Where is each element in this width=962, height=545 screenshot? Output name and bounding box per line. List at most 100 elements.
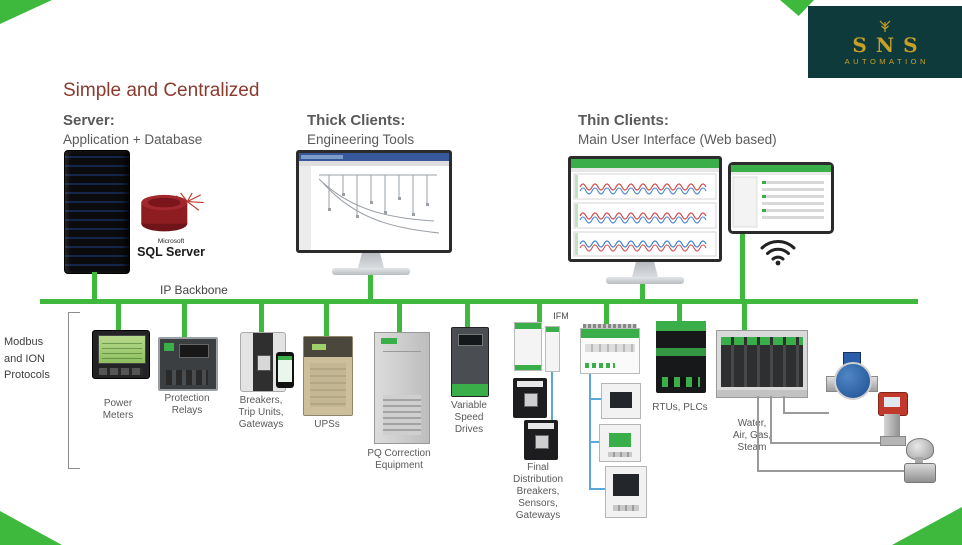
gateway-terminals xyxy=(583,324,637,328)
trend-dashboard-screen xyxy=(571,159,719,257)
energy-meter-1 xyxy=(601,383,641,419)
pq-vents xyxy=(383,395,421,435)
meter-buttons xyxy=(608,452,632,457)
variable-speed-drive-device xyxy=(451,327,489,397)
monitor-stand-neck xyxy=(632,262,658,277)
thick-clients-subheading: Engineering Tools xyxy=(307,132,415,148)
page-title: Simple and Centralized xyxy=(63,80,260,101)
power-meter-screen xyxy=(98,335,146,364)
energy-meter-2 xyxy=(599,424,641,462)
connector-ifm xyxy=(537,304,542,324)
molded-case-breaker-2 xyxy=(524,420,558,460)
protection-relays-label: Protection Relays xyxy=(164,393,210,416)
thin-clients-subheading: Main User Interface (Web based) xyxy=(578,132,777,148)
brand-name: SNS xyxy=(852,32,927,57)
rtu-accent-band xyxy=(656,348,706,356)
breaker-label-strip xyxy=(517,381,543,387)
ifm-module-accent-bottom xyxy=(515,365,541,370)
bracket-vertical xyxy=(68,312,69,468)
plant-icon xyxy=(879,20,891,32)
power-meter-buttons xyxy=(99,368,143,375)
control-valve-neck xyxy=(915,457,923,464)
monitor-stand-base xyxy=(606,277,684,284)
plc-modules xyxy=(721,337,803,387)
connector-tablet xyxy=(740,234,745,299)
thin-clients-column-heading: Thin Clients: Main User Interface (Web b… xyxy=(578,111,777,149)
server-rack xyxy=(64,150,130,274)
thick-client-monitor xyxy=(296,150,452,253)
brand-logo: SNS AUTOMATION xyxy=(808,6,962,78)
vortex-meter-body xyxy=(884,414,900,436)
brand-subtitle: AUTOMATION xyxy=(844,56,929,66)
field-wire-1-v xyxy=(757,396,759,472)
relay-display xyxy=(179,344,209,358)
power-meters-label: Power Meters xyxy=(102,398,134,421)
monitor-stand-base xyxy=(332,268,410,275)
gateway-device xyxy=(580,324,640,374)
thin-clients-heading: Thin Clients: xyxy=(578,112,669,129)
meter-accent xyxy=(609,433,631,447)
bracket-bottom-tick xyxy=(68,468,80,469)
rtu-ports xyxy=(662,377,700,387)
breaker-toggle xyxy=(524,393,538,407)
ups-label: UPSs xyxy=(314,419,340,430)
connector-pq xyxy=(397,304,402,335)
gateway-accent xyxy=(581,329,639,338)
relay-keypad xyxy=(166,370,208,385)
connector-server xyxy=(92,272,97,299)
connector-protection-relays xyxy=(182,304,187,338)
rtu-plc-device xyxy=(656,321,706,393)
field-wire-2-h xyxy=(770,442,880,444)
thick-clients-heading: Thick Clients: xyxy=(307,112,406,129)
plc-rack-device xyxy=(716,330,808,398)
ups-display xyxy=(312,344,326,350)
tablet-web-ui-screen xyxy=(731,165,831,228)
pq-brand-chip xyxy=(381,338,397,344)
ifm-module-accent-top xyxy=(515,323,541,329)
final-distribution-label: Final Distribution Breakers, Sensors, Ga… xyxy=(512,462,564,521)
magnetic-flowmeter xyxy=(834,362,872,400)
field-wire-1-h xyxy=(757,470,907,472)
engineering-tool-screen xyxy=(299,153,449,250)
sql-brand-label: Microsoft xyxy=(157,238,185,245)
plc-rack-base xyxy=(717,390,807,397)
server-subheading: Application + Database xyxy=(63,132,203,148)
thin-client-monitor xyxy=(568,156,722,262)
ip-backbone-label: IP Backbone xyxy=(160,283,228,297)
vsd-accent xyxy=(452,384,488,396)
meter-buttons xyxy=(613,505,639,511)
breaker-label-strip xyxy=(528,423,554,429)
connector-vsd xyxy=(465,304,470,330)
server-heading: Server: xyxy=(63,112,115,129)
smartphone-app-header xyxy=(278,356,292,360)
connector-plc-rack xyxy=(742,304,747,332)
field-wire-2-v xyxy=(770,396,772,444)
breaker-toggle xyxy=(257,355,271,371)
pq-correction-cabinet xyxy=(374,332,430,444)
protection-relay-device xyxy=(158,337,218,391)
protocols-label: Modbus and ION Protocols xyxy=(4,336,50,381)
power-meter-device xyxy=(92,330,150,379)
rtus-plcs-label: RTUs, PLCs xyxy=(652,402,708,413)
smartphone-screen xyxy=(278,356,292,382)
pq-label: PQ Correction Equipment xyxy=(367,448,431,471)
field-wire-3-h xyxy=(783,412,829,414)
blue-wire-stub-1 xyxy=(589,398,601,400)
power-meter-chart xyxy=(102,339,142,360)
ups-control-panel xyxy=(304,337,352,357)
thick-clients-column-heading: Thick Clients: Engineering Tools xyxy=(307,111,414,149)
blue-wire-meters xyxy=(589,372,591,490)
database-cylinder-icon xyxy=(141,192,204,232)
connector-rtu-plc xyxy=(677,304,682,323)
sensor-module-accent xyxy=(546,327,559,332)
corner-accent-top-left xyxy=(0,0,52,24)
ups-device xyxy=(303,336,353,416)
ip-backbone-line xyxy=(40,299,918,304)
vortex-meter-flange xyxy=(880,436,906,446)
field-wire-3-v xyxy=(783,396,785,414)
ifm-label: IFM xyxy=(553,311,569,321)
sql-server-icon xyxy=(136,192,206,240)
connector-thick-client xyxy=(368,275,373,299)
breaker-toggle xyxy=(535,435,549,449)
